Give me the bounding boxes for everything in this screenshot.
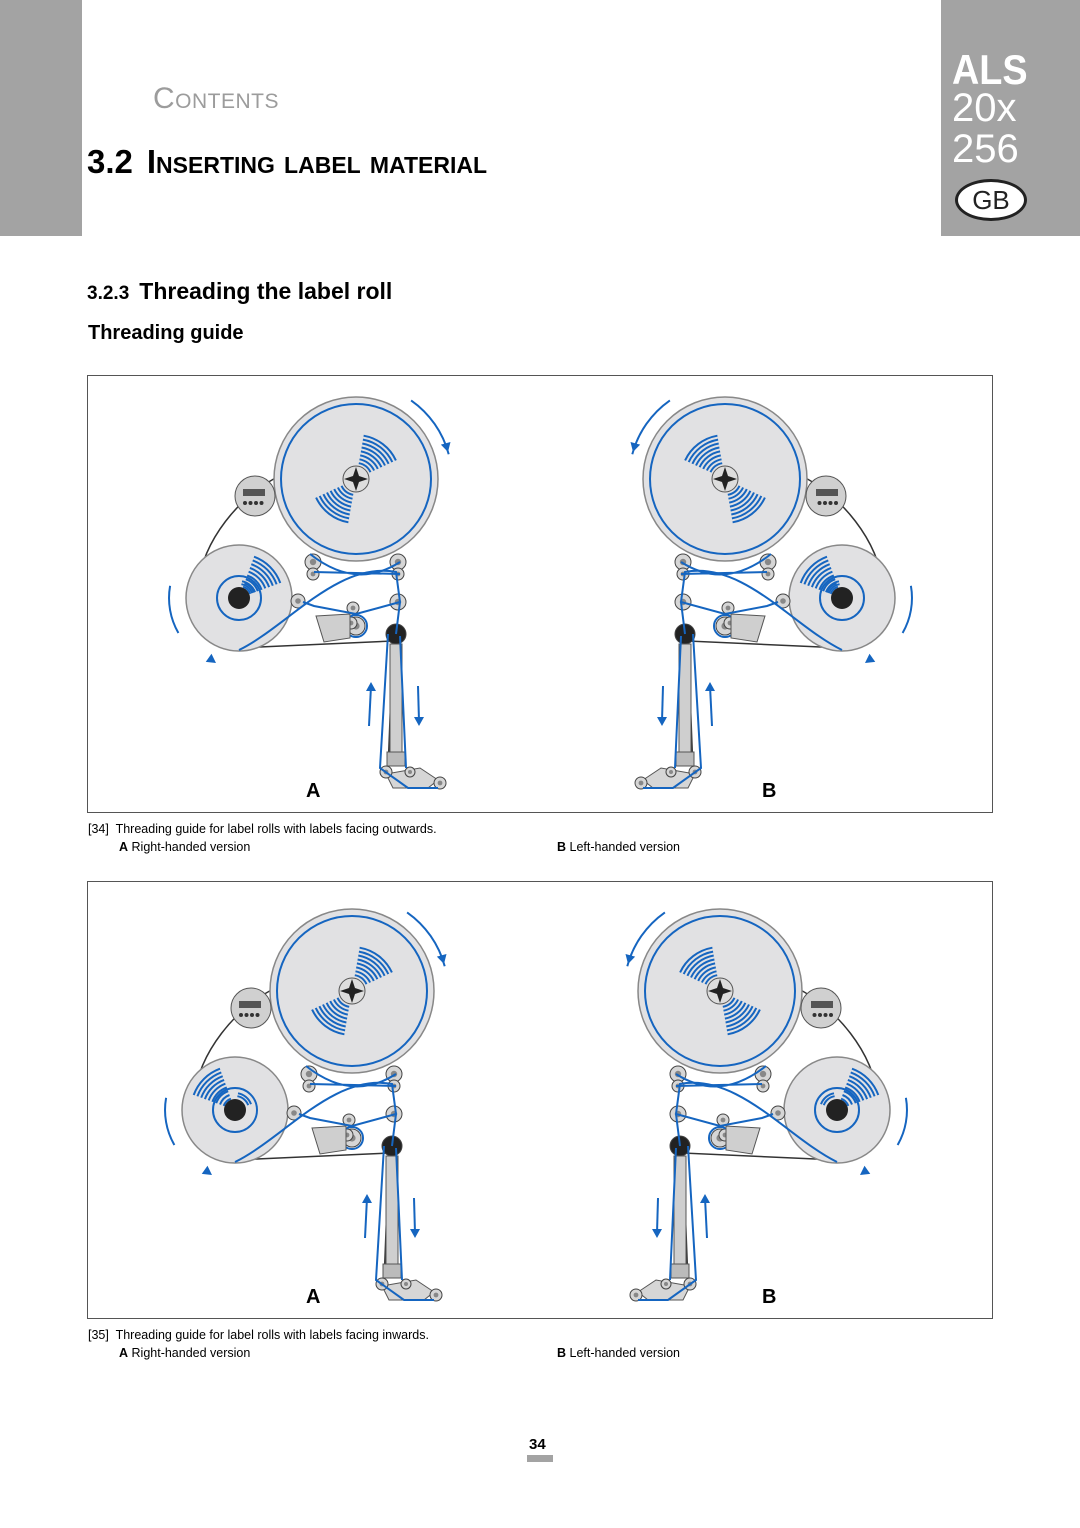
figure-35-legend-b: B Left-handed version [557,1346,680,1360]
country-badge: GB [955,179,1027,221]
figure-34-caption: [34] Threading guide for label rolls wit… [88,822,437,836]
right-handed-diagram [168,396,451,790]
legend-b-key: B [557,1346,567,1360]
left-handed-diagram [625,908,908,1302]
legend-b-key: B [557,840,567,854]
model-width: 256 [952,127,1019,171]
figure-35-label-b: B [762,1286,777,1308]
section-title-text: Inserting label material [146,143,487,180]
figure-34-label-a: A [306,780,321,802]
figure-35-legend-a: A Right-handed version [119,1346,250,1360]
section-title: 3.2 Inserting label material [87,143,487,181]
figure-35-number: [35] [88,1328,109,1342]
subsection-title-text: Threading the label roll [139,278,393,304]
figure-34-legend-b: B Left-handed version [557,840,680,854]
model-series: 20x [952,86,1017,130]
threading-guide-heading: Threading guide [88,322,244,344]
legend-a-key: A [119,1346,129,1360]
legend-a-text: Right-handed version [131,1346,251,1360]
page-number-bar [527,1455,553,1462]
legend-b-text: Left-handed version [569,1346,681,1360]
legend-a-text: Right-handed version [131,840,251,854]
figure-34-caption-text: Threading guide for label rolls with lab… [115,822,437,836]
figure-35-caption-text: Threading guide for label rolls with lab… [115,1328,429,1342]
right-handed-diagram [164,908,447,1302]
left-tab-bar [0,0,82,236]
figure-34-legend-a: A Right-handed version [119,840,250,854]
section-number: 3.2 [87,143,133,180]
figure-34-illustration [168,396,913,790]
subsection-title: 3.2.3 Threading the label roll [87,278,392,305]
figure-35-frame: A B [87,881,993,1319]
left-handed-diagram [630,396,913,790]
page-number: 34 [529,1436,546,1453]
model-name: ALS [952,46,1028,93]
figure-35-illustration [164,908,908,1302]
figure-35-caption: [35] Threading guide for label rolls wit… [88,1328,429,1342]
legend-b-text: Left-handed version [569,840,681,854]
contents-link[interactable]: Contents [153,82,279,115]
figure-35-label-a: A [306,1286,321,1308]
figure-34-number: [34] [88,822,109,836]
legend-a-key: A [119,840,129,854]
figure-34-label-b: B [762,780,777,802]
subsection-number: 3.2.3 [87,283,130,304]
figure-34-frame: A B [87,375,993,813]
